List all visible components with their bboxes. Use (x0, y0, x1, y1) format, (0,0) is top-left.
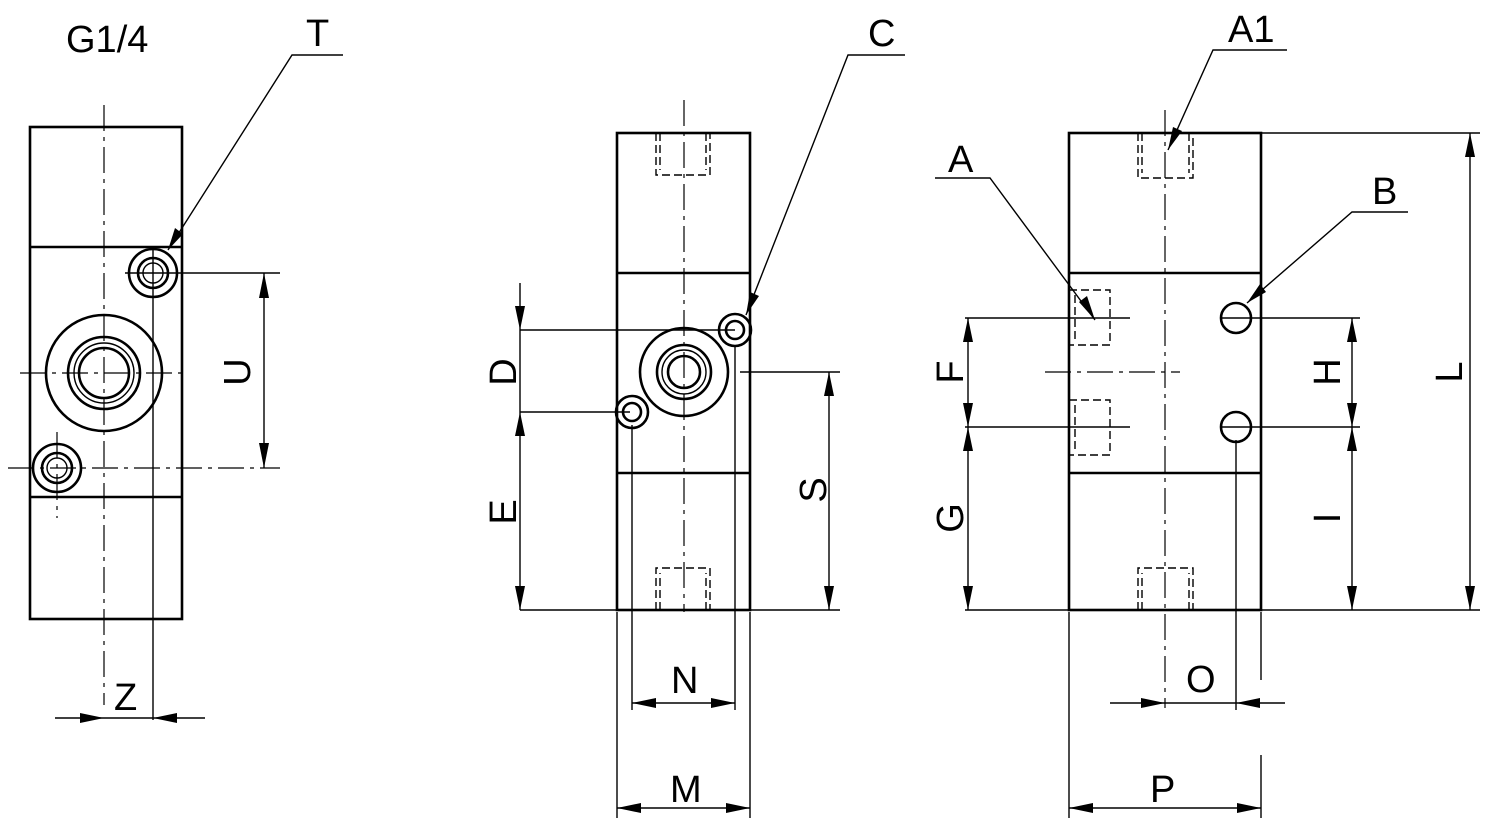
label-o: O (1186, 659, 1216, 701)
label-g: G (930, 503, 972, 533)
label-i: I (1307, 513, 1349, 524)
label-d: D (483, 358, 525, 385)
left-port-lower (8, 432, 280, 518)
label-l: L (1429, 361, 1471, 382)
leader-a (935, 177, 1096, 321)
label-z: Z (114, 677, 137, 719)
label-e: E (483, 499, 525, 524)
leader-t (167, 54, 343, 251)
label-c: C (868, 13, 895, 55)
label-t: T (306, 13, 329, 55)
left-port-t (125, 247, 280, 299)
label-m: M (670, 769, 702, 811)
right-view (935, 49, 1480, 818)
left-main-port (44, 313, 164, 433)
label-p: P (1150, 769, 1175, 811)
leader-c (745, 54, 905, 316)
middle-top-hidden-thread (655, 133, 711, 176)
thread-note: G1/4 (66, 19, 148, 61)
label-u: U (217, 358, 259, 385)
label-a1: A1 (1228, 9, 1274, 51)
label-a: A (948, 139, 974, 181)
label-b: B (1372, 171, 1397, 213)
middle-bottom-hidden-thread (655, 567, 711, 610)
left-view (8, 54, 343, 723)
middle-main-port (638, 326, 730, 418)
label-s: S (793, 477, 835, 502)
leader-a1 (1167, 49, 1287, 151)
label-f: F (930, 360, 972, 383)
label-n: N (671, 660, 698, 702)
label-h: H (1307, 358, 1349, 385)
middle-view (515, 54, 905, 818)
leader-b (1246, 211, 1408, 304)
